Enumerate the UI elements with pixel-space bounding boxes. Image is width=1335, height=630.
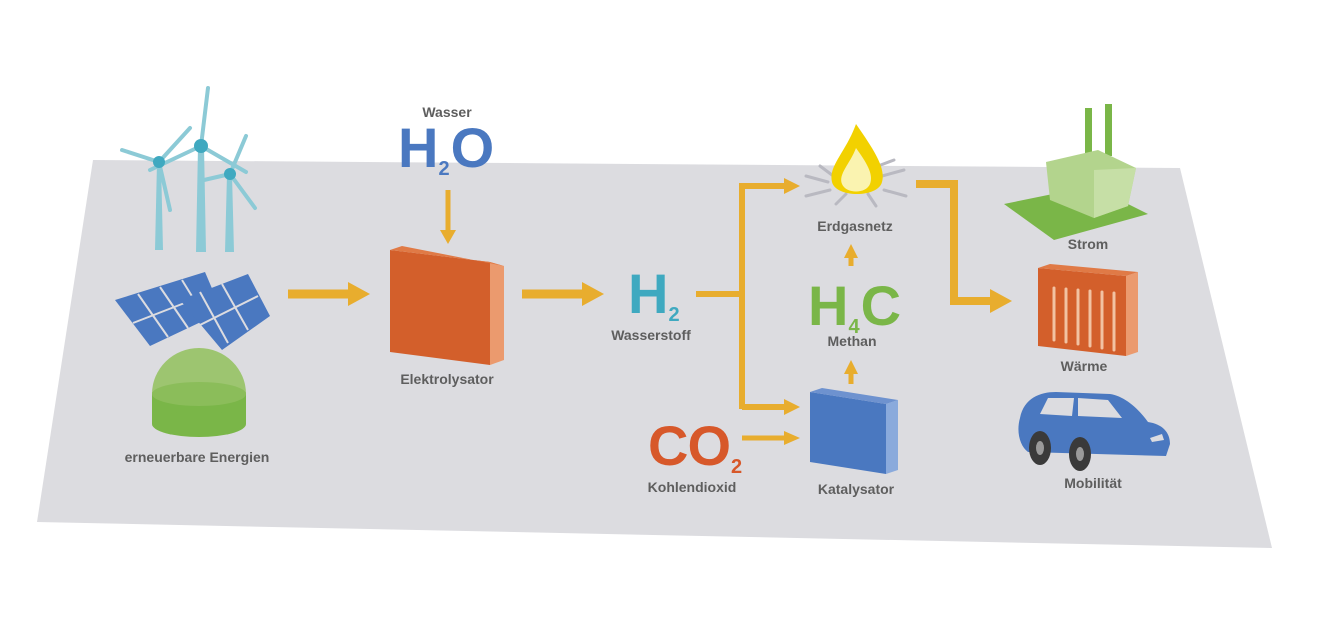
arrow-methane-to-gas-grid bbox=[844, 244, 858, 266]
methane-label: Methan bbox=[827, 333, 877, 349]
electrolyser-label: Elektrolysator bbox=[400, 371, 494, 387]
electrolyser-block-icon bbox=[390, 246, 504, 365]
arrow-renewables-to-electrolyser bbox=[288, 282, 370, 306]
catalyst-label: Katalysator bbox=[817, 481, 895, 497]
gas-grid-label: Erdgasnetz bbox=[817, 218, 893, 234]
hydrogen-formula: H2 bbox=[628, 266, 681, 326]
flame-icon bbox=[804, 124, 908, 208]
methane-formula-tail: C bbox=[860, 274, 901, 337]
car-icon bbox=[1018, 392, 1170, 471]
arrow-hydrogen-split bbox=[696, 178, 800, 415]
background-plane bbox=[37, 160, 1272, 548]
hydrogen-label: Wasserstoff bbox=[611, 327, 691, 343]
methane-formula-sub: 4 bbox=[848, 316, 860, 338]
arrow-electrolyser-to-hydrogen bbox=[522, 282, 604, 306]
power-label: Strom bbox=[1067, 236, 1109, 252]
catalyst-block-icon bbox=[810, 388, 898, 474]
water-formula-sub: 2 bbox=[438, 158, 450, 180]
power-plant-icon bbox=[1004, 104, 1148, 240]
water-formula-tail: O bbox=[450, 116, 495, 179]
arrow-gas-grid-to-outputs bbox=[916, 180, 1012, 313]
water-label: Wasser bbox=[422, 104, 472, 120]
arrow-co2-to-catalyst bbox=[742, 431, 800, 445]
renewables-label: erneuerbare Energien bbox=[124, 449, 270, 465]
hydrogen-formula-sub: 2 bbox=[668, 304, 680, 326]
radiator-icon bbox=[1038, 264, 1138, 356]
wind-turbine-icon bbox=[120, 86, 257, 252]
arrow-water-to-electrolyser bbox=[440, 190, 456, 244]
hydrogen-formula-main: H bbox=[628, 262, 668, 325]
co2-formula: CO2 bbox=[648, 418, 743, 478]
methane-formula: H4C bbox=[808, 278, 901, 338]
arrow-catalyst-to-methane bbox=[844, 360, 858, 384]
co2-formula-sub: 2 bbox=[731, 456, 743, 478]
co2-formula-main: CO bbox=[648, 414, 731, 477]
water-formula: H2O bbox=[398, 120, 494, 180]
methane-formula-main: H bbox=[808, 274, 848, 337]
biogas-dome-icon bbox=[152, 348, 246, 437]
co2-label: Kohlendioxid bbox=[647, 479, 737, 495]
heat-label: Wärme bbox=[1060, 358, 1108, 374]
water-formula-main: H bbox=[398, 116, 438, 179]
mobility-label: Mobilität bbox=[1064, 475, 1122, 491]
solar-panel-icon bbox=[115, 272, 270, 350]
